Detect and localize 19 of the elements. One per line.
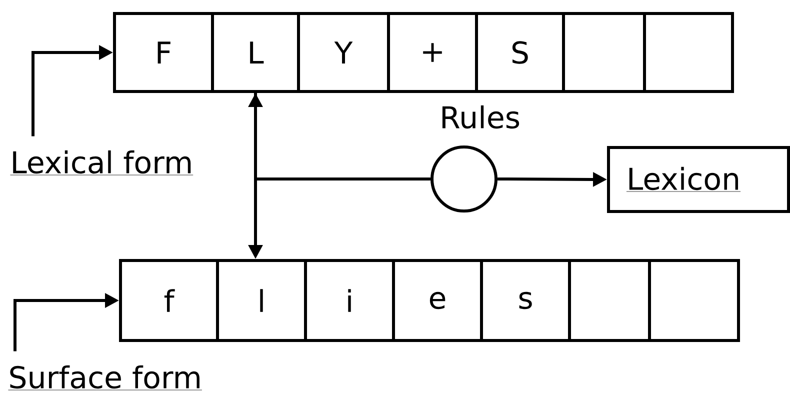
tape-cell: S: [475, 12, 565, 93]
empty-cell: [562, 12, 646, 93]
tape-cell: l: [216, 259, 307, 342]
empty-cell: [643, 12, 734, 93]
lexicon-box: Lexicon: [607, 146, 790, 213]
tape-cell: s: [480, 259, 571, 342]
tape-cell: f: [119, 259, 219, 342]
tape-cell: +: [387, 12, 478, 93]
tape-cell: e: [392, 259, 483, 342]
empty-cell: [648, 259, 740, 342]
tape-cell: L: [211, 12, 300, 93]
empty-cell: [568, 259, 651, 342]
rules-label: Rules: [442, 105, 520, 129]
surface-form-label: Surface form: [8, 365, 202, 390]
tape-cell: F: [113, 12, 214, 93]
rule-circle: [430, 146, 498, 212]
tape-cell: i: [304, 259, 395, 342]
lexical-form-label: Lexical form: [10, 150, 194, 176]
tape-cell: Y: [297, 12, 390, 93]
